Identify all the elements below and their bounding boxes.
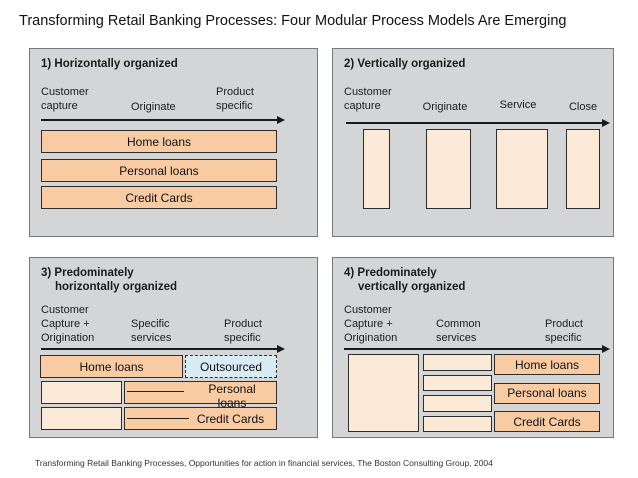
credit-cards-label: Credit Cards bbox=[513, 414, 581, 429]
panel-3-header-line2: horizontally organized bbox=[55, 281, 178, 293]
personal-loans-bar: Personal loans bbox=[41, 159, 277, 182]
panel-4-header: 4) Predominately vertically organized bbox=[344, 266, 465, 294]
personal-loans-bar: Personal loans bbox=[494, 382, 600, 404]
flow-arrow-icon bbox=[41, 348, 278, 350]
panel-2-header: 2) Vertically organized bbox=[344, 58, 466, 70]
panel-horizontally-organized: 1) Horizontally organized Customer captu… bbox=[29, 48, 318, 237]
personal-loans-bar: Personal loans bbox=[124, 381, 277, 410]
home-loans-bar: Home loans bbox=[40, 355, 183, 378]
source-note: Transforming Retail Banking Processes, O… bbox=[35, 458, 493, 468]
stage-label-product-specific: Product specific bbox=[545, 318, 583, 344]
close-module bbox=[566, 129, 600, 209]
stage-label-common-services: Common services bbox=[436, 318, 481, 344]
panel-vertically-organized: 2) Vertically organized Customer capture… bbox=[332, 48, 614, 237]
panel-4-header-line1: 4) Predominately bbox=[344, 267, 437, 279]
panel-3-header: 3) Predominately horizontally organized bbox=[41, 266, 177, 294]
originate-module bbox=[426, 129, 471, 209]
stage-label-customer-capture: Customer capture bbox=[41, 86, 89, 112]
stage-label-customer-capture-origination: Customer Capture + Origination bbox=[344, 304, 398, 344]
leader-line bbox=[127, 418, 189, 419]
personal-loans-label: Personal loans bbox=[119, 163, 199, 178]
capture-origination-module bbox=[348, 354, 419, 432]
flow-arrow-icon bbox=[344, 348, 603, 350]
stage-label-originate: Originate bbox=[131, 101, 176, 113]
credit-cards-bar: Credit Cards bbox=[124, 407, 277, 430]
slide-title: Transforming Retail Banking Processes: F… bbox=[19, 13, 567, 29]
credit-cards-bar: Credit Cards bbox=[41, 186, 277, 209]
stage-label-service: Service bbox=[499, 99, 537, 111]
home-loans-bar: Home loans bbox=[494, 354, 600, 375]
home-loans-bar: Home loans bbox=[41, 130, 277, 153]
outsourced-label: Outsourced bbox=[199, 359, 263, 374]
panel-1-header: 1) Horizontally organized bbox=[41, 58, 178, 70]
service-module bbox=[496, 129, 548, 209]
common-service-module bbox=[423, 395, 492, 412]
panel-predominately-horizontally-organized: 3) Predominately horizontally organized … bbox=[29, 257, 318, 438]
credit-cards-label: Credit Cards bbox=[125, 190, 193, 205]
common-service-module bbox=[423, 415, 492, 432]
credit-cards-bar: Credit Cards bbox=[494, 411, 600, 432]
panel-predominately-vertically-organized: 4) Predominately vertically organized Cu… bbox=[332, 257, 614, 438]
stage-label-customer-capture: Customer capture bbox=[344, 86, 392, 112]
stage-label-close: Close bbox=[568, 101, 598, 113]
flow-arrow-icon bbox=[41, 119, 278, 121]
outsourced-box: Outsourced bbox=[185, 355, 277, 378]
stage-label-customer-capture-origination: Customer Capture + Origination bbox=[41, 304, 95, 344]
capture-origination-module bbox=[41, 381, 122, 404]
stage-label-product-specific: Product specific bbox=[216, 86, 254, 112]
credit-cards-label: Credit Cards bbox=[196, 411, 265, 426]
personal-loans-label: Personal loans bbox=[507, 386, 587, 400]
common-service-module bbox=[423, 374, 492, 391]
leader-line bbox=[127, 391, 184, 392]
common-services-stack bbox=[423, 354, 492, 432]
panel-4-header-line2: vertically organized bbox=[358, 281, 466, 293]
home-loans-label: Home loans bbox=[514, 357, 580, 372]
flow-arrow-icon bbox=[346, 122, 603, 124]
common-service-module bbox=[423, 354, 492, 371]
stage-label-specific-services: Specific services bbox=[131, 318, 172, 344]
product-specific-stack: Home loans Personal loans Credit Cards bbox=[494, 354, 600, 432]
panel-3-header-line1: 3) Predominately bbox=[41, 267, 134, 279]
home-loans-label: Home loans bbox=[79, 359, 144, 374]
home-loans-label: Home loans bbox=[126, 134, 192, 149]
stage-label-product-specific: Product specific bbox=[224, 318, 262, 344]
personal-loans-label: Personal loans bbox=[208, 382, 256, 410]
stage-label-originate: Originate bbox=[422, 101, 468, 113]
customer-capture-module bbox=[363, 129, 390, 209]
capture-origination-module bbox=[41, 407, 122, 430]
